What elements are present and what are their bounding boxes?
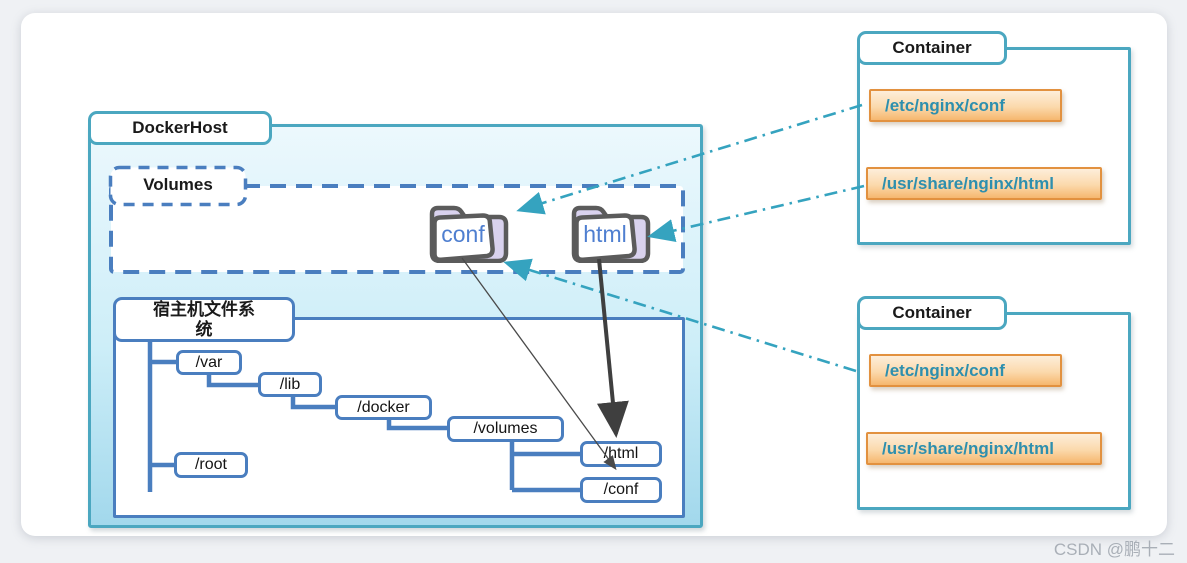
tree-node-volumes-label: /volumes (473, 420, 538, 437)
volume-folder-html: html (569, 201, 653, 263)
container-2-mount-etc-nginx-conf: /etc/nginx/conf (869, 354, 1062, 387)
volumes-label-box (108, 165, 248, 207)
tree-node-docker: /docker (335, 395, 432, 420)
volume-folder-conf: conf (427, 201, 511, 263)
mount-path: /etc/nginx/conf (885, 95, 1005, 115)
tree-node-lib-label: /lib (279, 375, 301, 393)
tree-node-docker-label: /docker (357, 398, 410, 416)
container-1-label: Container (857, 31, 1007, 65)
folder-html-label: html (583, 221, 627, 247)
host-filesystem-label: 宿主机文件系 统 (113, 297, 295, 342)
fs-label-line1: 宿主机文件系 (153, 299, 255, 319)
tree-node-root-label: /root (194, 456, 227, 473)
tree-node-html: /html (580, 441, 662, 467)
container-2-box (857, 312, 1131, 510)
watermark-text: CSDN @鹏十二 (1053, 540, 1175, 559)
tree-node-var-label: /var (195, 353, 223, 371)
container-1-label-text: Container (892, 38, 972, 57)
dockerhost-label: DockerHost (88, 111, 272, 145)
tree-node-var: /var (176, 350, 242, 375)
tree-node-html-label: /html (603, 445, 639, 462)
mount-path: /usr/share/nginx/html (882, 438, 1054, 458)
volumes-label: Volumes (108, 165, 248, 205)
folder-icon (571, 205, 651, 263)
tree-node-root: /root (174, 452, 248, 478)
tree-node-volumes: /volumes (447, 416, 564, 442)
dockerhost-label-text: DockerHost (132, 118, 228, 137)
watermark: CSDN @鹏十二 (1020, 535, 1175, 560)
container-2-mount-usr-share-nginx-html: /usr/share/nginx/html (866, 432, 1102, 465)
fs-label-line2: 统 (195, 319, 213, 339)
container-1-mount-usr-share-nginx-html: /usr/share/nginx/html (866, 167, 1102, 200)
container-2-label-text: Container (892, 303, 972, 322)
tree-node-conf-label: /conf (603, 481, 639, 498)
mount-path: /etc/nginx/conf (885, 360, 1005, 380)
mount-path: /usr/share/nginx/html (882, 173, 1054, 193)
container-1-box (857, 47, 1131, 245)
tree-node-lib: /lib (258, 372, 322, 397)
tree-node-conf: /conf (580, 477, 662, 503)
folder-icon (429, 205, 509, 263)
container-2-label: Container (857, 296, 1007, 330)
folder-conf-label: conf (441, 221, 485, 247)
volumes-label-text: Volumes (143, 175, 213, 194)
container-1-mount-etc-nginx-conf: /etc/nginx/conf (869, 89, 1062, 122)
